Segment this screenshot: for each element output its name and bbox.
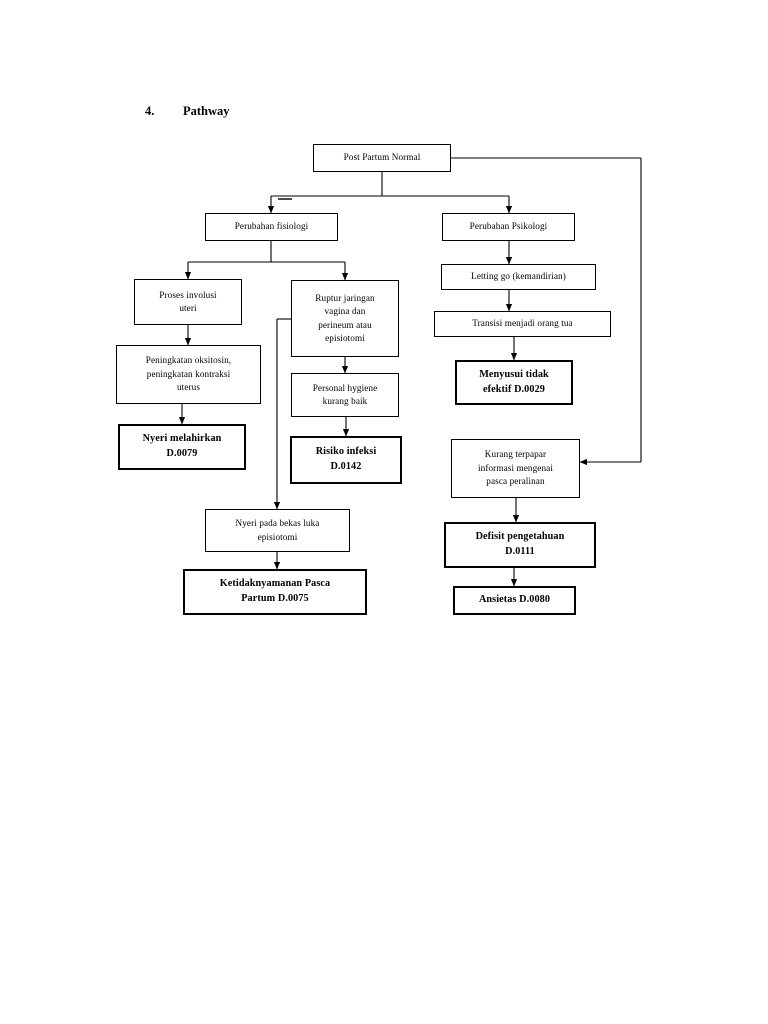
page-title-text: Pathway <box>183 104 230 118</box>
node-menyusui-tidak-efektif[interactable]: Menyusui tidak efektif D.0029 <box>455 360 573 405</box>
node-letting-go[interactable]: Letting go (kemandirian) <box>441 264 596 290</box>
node-peningkatan-oksitosin[interactable]: Peningkatan oksitosin, peningkatan kontr… <box>116 345 261 404</box>
node-post-partum-normal[interactable]: Post Partum Normal <box>313 144 451 172</box>
node-label: Kurang terpapar informasi mengenai pasca… <box>477 449 554 487</box>
node-label: Ruptur jaringan vagina dan perineum atau… <box>315 292 375 343</box>
node-proses-involusi-uteri[interactable]: Proses involusi uteri <box>134 279 242 325</box>
node-label: Perubahan Psikologi <box>469 221 548 232</box>
node-label: Letting go (kemandirian) <box>471 271 566 282</box>
node-label: Nyeri melahirkan D.0079 <box>142 433 222 459</box>
node-label: Ansietas D.0080 <box>478 594 551 606</box>
node-ketidaknyamanan-pasca-partum[interactable]: Ketidaknyamanan Pasca Partum D.0075 <box>183 569 367 615</box>
node-transisi-menjadi-orang-tua[interactable]: Transisi menjadi orang tua <box>434 311 611 337</box>
node-label: Proses involusi uteri <box>159 289 217 313</box>
node-label: Peningkatan oksitosin, peningkatan kontr… <box>145 355 232 393</box>
node-kurang-terpapar-informasi[interactable]: Kurang terpapar informasi mengenai pasca… <box>451 439 580 498</box>
node-label: Personal hygiene kurang baik <box>312 382 378 406</box>
node-label: Transisi menjadi orang tua <box>472 318 573 329</box>
node-nyeri-bekas-luka-episiotomi[interactable]: Nyeri pada bekas luka episiotomi <box>205 509 350 552</box>
node-label: Ketidaknyamanan Pasca Partum D.0075 <box>219 578 331 604</box>
node-risiko-infeksi[interactable]: Risiko infeksi D.0142 <box>290 436 402 484</box>
node-label: Risiko infeksi D.0142 <box>315 446 377 472</box>
node-nyeri-melahirkan[interactable]: Nyeri melahirkan D.0079 <box>118 424 246 470</box>
page-title-number: 4. <box>145 104 155 118</box>
node-defisit-pengetahuan[interactable]: Defisit pengetahuan D.0111 <box>444 522 596 568</box>
node-label: Nyeri pada bekas luka episiotomi <box>235 518 320 542</box>
node-label: Menyusui tidak efektif D.0029 <box>479 368 549 395</box>
node-perubahan-fisiologi[interactable]: Perubahan fisiologi <box>205 213 338 241</box>
node-ruptur-jaringan[interactable]: Ruptur jaringan vagina dan perineum atau… <box>291 280 399 357</box>
node-personal-hygiene[interactable]: Personal hygiene kurang baik <box>291 373 399 417</box>
node-label: Post Partum Normal <box>343 152 421 163</box>
node-ansietas[interactable]: Ansietas D.0080 <box>453 586 576 615</box>
node-label: Defisit pengetahuan D.0111 <box>475 531 565 557</box>
node-perubahan-psikologi[interactable]: Perubahan Psikologi <box>442 213 575 241</box>
node-label: Perubahan fisiologi <box>234 221 309 232</box>
